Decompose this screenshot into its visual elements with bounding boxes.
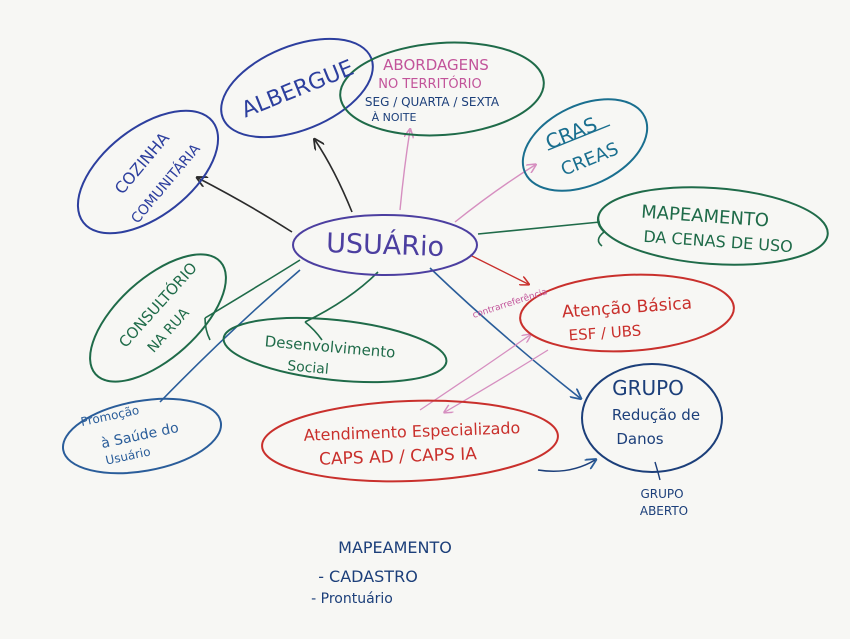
bottom-notes-item-cadastro: - CADASTRO [318,567,418,586]
abordagens-label-line3: SEG / QUARTA / SEXTA [365,95,500,109]
grupo-label-line2: Redução de [612,406,700,424]
connector-atendimento-grupo [537,460,595,473]
abordagens-label-line1: ABORDAGENS [383,56,489,74]
mapeamento-ellipse [597,186,829,266]
bottom-notes-item-prontuario: - Prontuário [311,591,393,607]
connector-to-cras [454,165,535,223]
bottom-notes-title: MAPEAMENTO [338,538,452,557]
grupo-label-line1: GRUPO [612,376,684,400]
usuario-ellipse [292,214,478,276]
consultorio-ellipse [89,253,227,383]
abordagens-ellipse [339,41,545,137]
connector-to-atencao [469,254,528,284]
atencao-ellipse [519,273,735,353]
grupo-aberto-label-line1: GRUPO [640,487,683,501]
connector-to-grupo [429,267,580,398]
abordagens-label-line4: À NOITE [372,111,417,124]
usuario-label: USUÁRio [326,227,445,263]
abordagens-label-line2: NO TERRITÓRIO [378,76,481,92]
grupo-ellipse [581,363,723,473]
desenvolvimento-ellipse [222,316,448,384]
grupo-aberto-label-line2: ABERTO [640,504,688,518]
grupo-label-line3: Danos [616,430,663,448]
cozinha-ellipse [76,109,220,235]
desenvolvimento-label-line2: Social [287,358,330,378]
promocao-ellipse [61,397,223,475]
atencao-label-line2: ESF / UBS [568,321,642,344]
cras-ellipse [521,98,649,192]
connector-to-promocao [159,269,301,403]
albergue-ellipse [220,37,374,139]
atendimento-ellipse [261,399,559,483]
cras-divider [547,124,611,151]
connector-to-albergue [315,140,353,213]
connector-to-consultorio [204,259,301,341]
connector-to-abordagens [399,130,410,211]
connector-to-cozinha [198,178,293,233]
